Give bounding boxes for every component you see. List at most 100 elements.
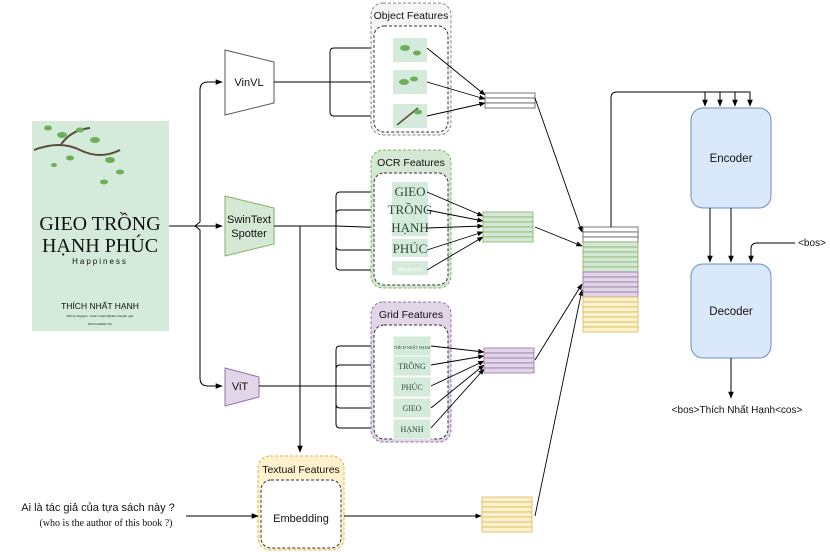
concat-row	[582, 326, 639, 333]
encoder-block: Encoder	[690, 107, 772, 209]
grid-crop: GIEO	[392, 397, 432, 419]
feature-row	[483, 367, 535, 374]
book-cover-image: GIEO TRỒNG HẠNH PHÚC Happiness THÍCH NHẤ…	[32, 121, 169, 331]
branch-icon	[33, 127, 121, 156]
concat-row	[582, 261, 639, 268]
cover-connectors	[169, 79, 223, 389]
feature-row	[482, 236, 534, 243]
feature-row	[482, 216, 534, 223]
cover-tagline: Dịch từ Nguyên - Chân Tuyết Nghiêm chuyể…	[67, 314, 134, 318]
object-features-label: Object Features	[374, 10, 449, 22]
object-features-group: Object Features	[370, 2, 452, 136]
object-crop	[393, 38, 427, 62]
grid-crop-text: PHÚC	[401, 382, 422, 392]
grid-crop: HẠNH	[392, 418, 432, 440]
concat-row	[582, 266, 639, 273]
feature-row	[481, 506, 533, 513]
ocr-crop: Happiness	[392, 261, 428, 275]
concat-row	[582, 231, 639, 238]
concat-row	[582, 291, 639, 298]
ocr-crop: GIEO	[392, 182, 428, 200]
encoder-decoder-connectors	[707, 208, 795, 399]
concat-row	[582, 246, 639, 253]
grid-crop: TRỒNG	[392, 355, 432, 377]
grid-crop-text: HẠNH	[400, 425, 423, 434]
swintext-extractor: SwinText Spotter	[224, 195, 275, 257]
feature-row	[484, 102, 536, 109]
ocr-crop-text: GIEO	[394, 184, 425, 199]
textual-features-label: Textual Features	[262, 464, 340, 476]
feature-row	[484, 92, 536, 99]
ocr-features-label: OCR Features	[377, 157, 445, 169]
concat-row	[582, 271, 639, 278]
textual-features-group: Textual Features Embedding	[257, 455, 345, 551]
grid-crop-text: TRỒNG	[398, 361, 426, 371]
grid-features-group: Grid Features THÍCH NHẤT HẠNH TRỒNG PHÚC GI…	[370, 301, 452, 443]
object-feature-stack	[484, 92, 536, 109]
grid-feature-stack	[483, 347, 535, 374]
swintext-label-line2: Spotter	[231, 228, 267, 240]
feature-row	[481, 511, 533, 518]
ocr-crop: TRỒNG	[388, 200, 433, 218]
grid-crop: THÍCH NHẤT HẠNH	[392, 335, 432, 357]
object-crop	[393, 70, 427, 94]
decoder-label: Decoder	[709, 306, 753, 318]
feature-row	[481, 496, 533, 503]
ocr-crop-text: PHÚC	[393, 241, 428, 256]
feature-row	[481, 516, 533, 523]
ocr-feature-stack	[482, 211, 534, 243]
question-text: Ai là tác giả của tựa sách này ?	[21, 502, 175, 514]
concat-row	[582, 301, 639, 308]
concat-row	[582, 256, 639, 263]
concat-row	[582, 306, 639, 313]
cover-title-line1: GIEO TRỒNG	[39, 211, 160, 235]
feature-row	[481, 501, 533, 508]
feature-stacks	[481, 92, 536, 533]
object-crop	[393, 104, 427, 128]
feature-row	[482, 221, 534, 228]
feature-row	[483, 357, 535, 364]
vit-label: ViT	[232, 381, 249, 393]
cover-publisher: Nhà Xuất Bản Trẻ	[88, 322, 112, 326]
grid-crop: PHÚC	[392, 376, 432, 398]
cover-author: THÍCH NHẤT HẠNH	[61, 301, 139, 311]
feature-row	[483, 352, 535, 359]
stack-to-concat-connectors	[534, 97, 584, 517]
vinvl-label: VinVL	[234, 77, 263, 89]
feature-row	[482, 231, 534, 238]
concat-row	[582, 276, 639, 283]
concat-row	[582, 316, 639, 323]
question-translation: (who is the author of this book ?)	[39, 518, 172, 529]
concat-row	[582, 311, 639, 318]
embedding-label: Embedding	[273, 513, 329, 525]
feature-row	[484, 97, 536, 104]
concat-to-encoder-connectors	[610, 91, 753, 227]
bos-input-label: <bos>	[798, 238, 826, 249]
grid-crop-text: GIEO	[402, 404, 421, 413]
concat-row	[582, 286, 639, 293]
ocr-crop-text: TRỒNG	[388, 202, 433, 217]
grid-crop-text: THÍCH NHẤT HẠNH	[394, 345, 431, 350]
concatenated-features	[582, 226, 639, 333]
swintext-label-line1: SwinText	[227, 214, 271, 226]
concat-row	[582, 296, 639, 303]
decoder-block: Decoder	[690, 263, 772, 359]
textual-feature-stack	[481, 496, 533, 533]
feature-row	[481, 521, 533, 528]
cover-subtitle: Happiness	[72, 257, 128, 266]
ocr-crop: HẠNH	[391, 218, 429, 236]
cover-title-line2: HẠNH PHÚC	[42, 233, 158, 257]
vinvl-extractor: VinVL	[224, 49, 275, 116]
feature-row	[482, 226, 534, 233]
ocr-crop: PHÚC	[392, 239, 428, 257]
concat-row	[582, 321, 639, 328]
output-text: <bos>Thích Nhất Hạnh<cos>	[672, 404, 803, 416]
crop-to-stack-connectors	[344, 47, 486, 519]
grid-features-label: Grid Features	[379, 309, 443, 321]
feature-row	[483, 347, 535, 354]
concat-row	[582, 241, 639, 248]
feature-row	[483, 362, 535, 369]
concat-row	[582, 281, 639, 288]
